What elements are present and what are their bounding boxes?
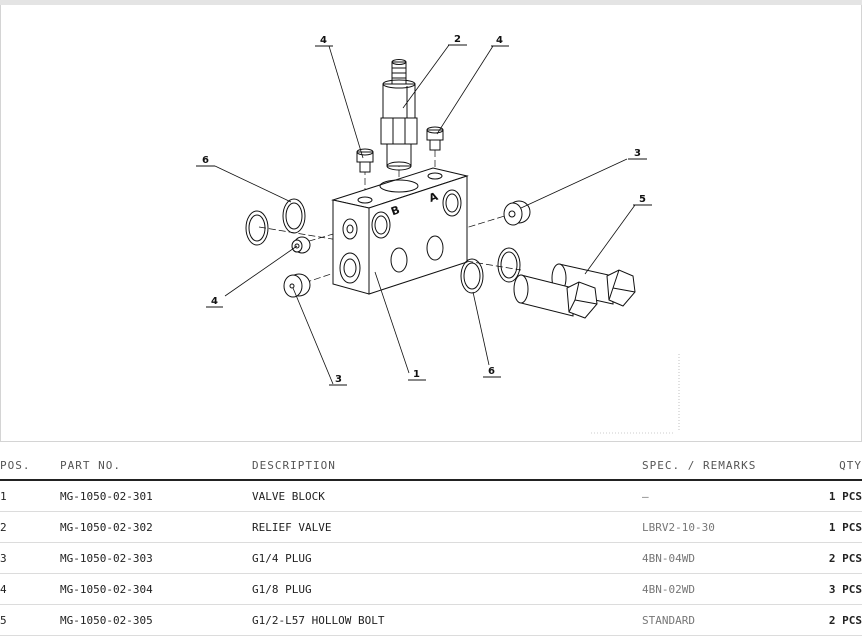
scan-artifacts [591, 354, 680, 434]
row-qty: 2 PCS [802, 604, 862, 636]
row-pos: 4 [0, 573, 60, 605]
header-qty: QTY [802, 451, 862, 481]
table-row: 4 MG-1050-02-304 G1/8 PLUG 4BN-02WD 3 PC… [0, 573, 862, 605]
callout-3-right: 3 [634, 148, 641, 159]
header-part-no: PART NO. [60, 451, 252, 481]
callout-3-left: 3 [335, 374, 342, 385]
row-part-no: MG-1050-02-304 [60, 573, 252, 605]
bill-of-materials-table: POS. PART NO. DESCRIPTION SPEC. / REMARK… [0, 451, 862, 636]
row-pos: 5 [0, 604, 60, 636]
leader-lines [214, 44, 636, 385]
seal-ring-right-back [497, 247, 521, 283]
seal-ring-left-outer [245, 210, 269, 246]
callout-6-right: 6 [488, 366, 495, 377]
row-qty: 1 PCS [802, 511, 862, 543]
relief-valve [380, 59, 418, 171]
row-spec: 4BN-04WD [642, 542, 802, 574]
table-row: 1 MG-1050-02-301 VALVE BLOCK — 1 PCS [0, 480, 862, 512]
row-spec: LBRV2-10-30 [642, 511, 802, 543]
row-pos: 3 [0, 542, 60, 574]
table-header-row: POS. PART NO. DESCRIPTION SPEC. / REMARK… [0, 451, 862, 481]
row-part-no: MG-1050-02-305 [60, 604, 252, 636]
callout-5: 5 [639, 194, 646, 205]
row-part-no: MG-1050-02-302 [60, 511, 252, 543]
header-spec: SPEC. / REMARKS [642, 451, 802, 481]
table-row: 2 MG-1050-02-302 RELIEF VALVE LBRV2-10-3… [0, 511, 862, 543]
row-qty: 3 PCS [802, 573, 862, 605]
header-description: DESCRIPTION [252, 451, 642, 481]
row-description: VALVE BLOCK [252, 480, 642, 512]
plug-g18-side [291, 236, 311, 254]
hollow-bolt-front [513, 274, 598, 319]
seal-ring-left-inner [282, 198, 306, 234]
plug-g18-top-left [356, 148, 374, 173]
row-spec: — [642, 480, 802, 512]
valve-block [331, 167, 469, 295]
table-row: 3 MG-1050-02-303 G1/4 PLUG 4BN-04WD 2 PC… [0, 542, 862, 574]
row-pos: 2 [0, 511, 60, 543]
row-description: G1/2-L57 HOLLOW BOLT [252, 604, 642, 636]
header-pos: POS. [0, 451, 60, 481]
plug-g14-right [503, 200, 531, 226]
row-pos: 1 [0, 480, 60, 512]
row-description: G1/4 PLUG [252, 542, 642, 574]
row-description: G1/8 PLUG [252, 573, 642, 605]
callout-4-top-right: 4 [496, 35, 503, 46]
callout-6-left: 6 [202, 155, 209, 166]
row-description: RELIEF VALVE [252, 511, 642, 543]
row-spec: 4BN-02WD [642, 573, 802, 605]
callout-1: 1 [413, 369, 420, 380]
plug-g14-left [283, 273, 311, 298]
callout-2: 2 [454, 34, 461, 45]
callout-4-side: 4 [211, 296, 218, 307]
row-qty: 1 PCS [802, 480, 862, 512]
row-part-no: MG-1050-02-303 [60, 542, 252, 574]
row-part-no: MG-1050-02-301 [60, 480, 252, 512]
row-qty: 2 PCS [802, 542, 862, 574]
port-engraving-b: B [389, 203, 401, 218]
exploded-view-svg: B A 1 2 3 3 4 4 4 5 6 6 [196, 34, 680, 434]
callout-4-top-left: 4 [320, 35, 327, 46]
seal-ring-right-front [460, 258, 484, 294]
row-spec: STANDARD [642, 604, 802, 636]
exploded-view-drawing: B A 1 2 3 3 4 4 4 5 6 6 [0, 5, 862, 442]
plug-g18-top-right [426, 126, 444, 151]
table-row: 5 MG-1050-02-305 G1/2-L57 HOLLOW BOLT ST… [0, 604, 862, 636]
